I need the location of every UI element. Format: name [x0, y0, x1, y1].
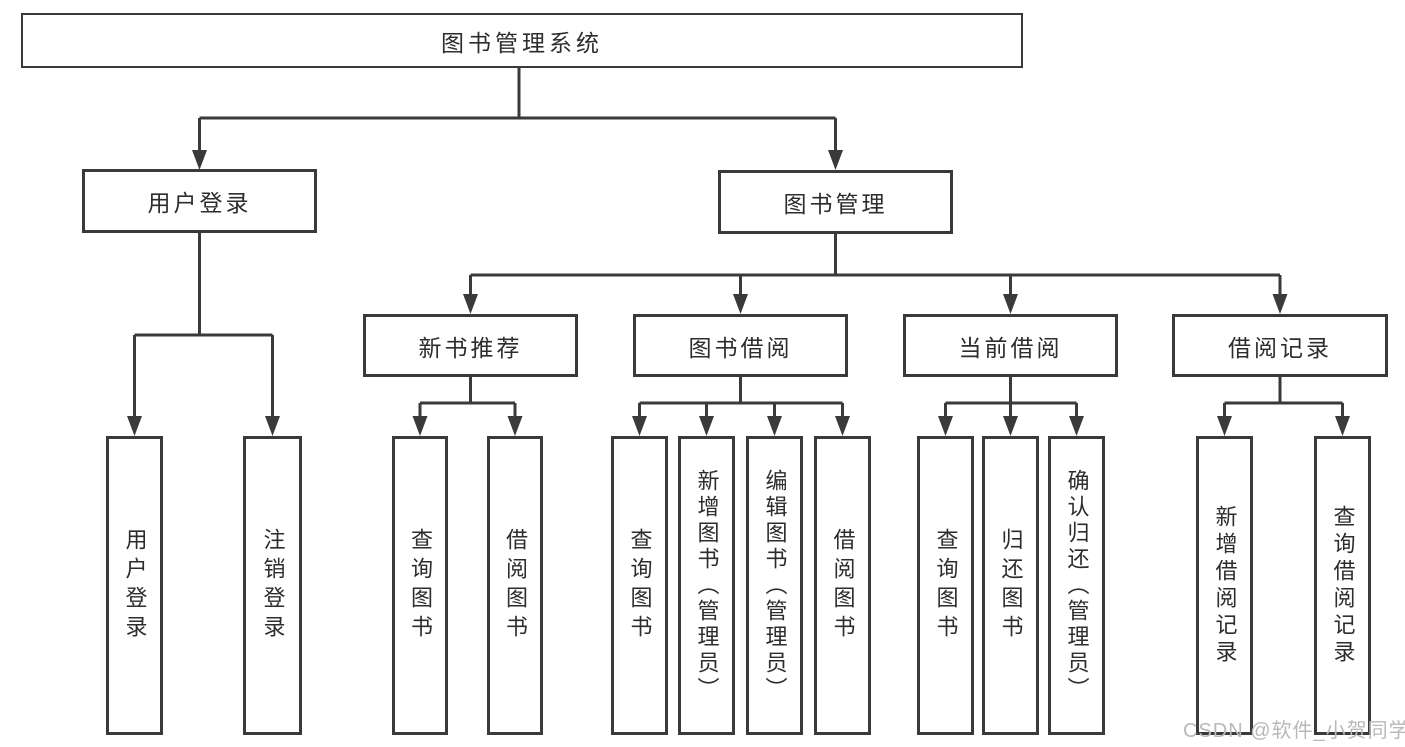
leaf-bb-edit-books-label: 编辑图书（管理员）: [762, 468, 788, 703]
node-new-book-recommend-label: 新书推荐: [418, 334, 523, 361]
leaf-user-login: 用户登录: [106, 436, 163, 735]
leaf-nbr-query-books-label: 查询图书: [408, 527, 433, 644]
leaf-nbr-query-books: 查询图书: [392, 436, 448, 735]
node-borrowing-records-label: 借阅记录: [1228, 334, 1332, 361]
node-book-borrowing: 图书借阅: [633, 314, 848, 377]
leaf-cb-query-books: 查询图书: [917, 436, 974, 735]
leaf-user-login-label: 用户登录: [122, 527, 148, 644]
watermark: CSDN @软件_小贺同学: [1183, 720, 1405, 742]
node-book-borrowing-label: 图书借阅: [688, 334, 793, 361]
leaf-bb-add-books: 新增图书（管理员）: [678, 436, 735, 735]
leaf-bb-borrow-books-label: 借阅图书: [830, 527, 856, 644]
leaf-cb-query-books-label: 查询图书: [933, 527, 959, 644]
node-book-management: 图书管理: [718, 170, 953, 234]
node-library-system: 图书管理系统: [21, 13, 1023, 68]
node-current-borrowing-label: 当前借阅: [958, 334, 1063, 361]
leaf-bb-query-books-label: 查询图书: [627, 527, 653, 644]
leaf-bb-borrow-books: 借阅图书: [814, 436, 871, 735]
node-user-login: 用户登录: [82, 169, 317, 233]
leaf-cb-return-books: 归还图书: [982, 436, 1039, 735]
leaf-bb-add-books-label: 新增图书（管理员）: [694, 468, 720, 703]
leaf-bb-edit-books: 编辑图书（管理员）: [746, 436, 803, 735]
leaf-br-query-record-label: 查询借阅记录: [1330, 504, 1356, 667]
leaf-br-add-record: 新增借阅记录: [1196, 436, 1253, 735]
node-library-system-label: 图书管理系统: [441, 29, 603, 56]
leaf-logout: 注销登录: [243, 436, 302, 735]
leaf-nbr-borrow-books-label: 借阅图书: [503, 527, 528, 644]
leaf-cb-return-books-label: 归还图书: [998, 527, 1024, 644]
leaf-br-add-record-label: 新增借阅记录: [1212, 504, 1238, 667]
leaf-cb-confirm-return-label: 确认归还（管理员）: [1064, 468, 1090, 703]
node-book-management-label: 图书管理: [783, 191, 888, 217]
node-new-book-recommend: 新书推荐: [363, 314, 578, 377]
leaf-logout-label: 注销登录: [260, 527, 286, 644]
leaf-cb-confirm-return: 确认归还（管理员）: [1048, 436, 1105, 735]
node-user-login-label: 用户登录: [147, 190, 252, 216]
leaf-nbr-borrow-books: 借阅图书: [487, 436, 543, 735]
leaf-bb-query-books: 查询图书: [611, 436, 668, 735]
leaf-br-query-record: 查询借阅记录: [1314, 436, 1371, 735]
node-current-borrowing: 当前借阅: [903, 314, 1118, 377]
node-borrowing-records: 借阅记录: [1172, 314, 1388, 377]
